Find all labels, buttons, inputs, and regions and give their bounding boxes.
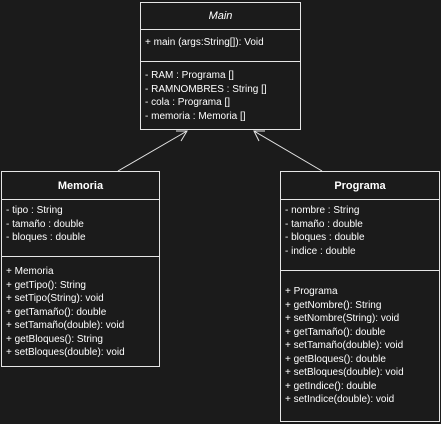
programa-attribute: - bloques : double [285, 232, 365, 243]
programa-method: + setBloques(double): void [285, 367, 404, 378]
main-attribute: - memoria : Memoria [] [145, 110, 246, 122]
programa-method: + setIndice(double): void [285, 394, 395, 405]
class-programa-title: Programa [281, 172, 439, 200]
main-attribute: - cola : Programa [] [145, 97, 231, 108]
memoria-method: + setTamaño(double): void [6, 320, 125, 331]
programa-method: + getNombre(): String [285, 299, 382, 311]
programa-method: + setNombre(String): void [285, 313, 400, 324]
programa-attribute: - tamaño : double [285, 218, 363, 230]
programa-method: + Programa [285, 286, 338, 297]
programa-to-main-line [253, 130, 323, 172]
class-memoria-methods: + Memoria + getTipo(): String + setTipo(… [2, 257, 159, 360]
programa-method: + getIndice(): double [285, 380, 377, 392]
main-attribute: - RAM : Programa [] [145, 70, 234, 81]
class-memoria-title: Memoria [2, 172, 159, 200]
class-main-methods: + main (args:String[]): Void [141, 30, 300, 62]
programa-method: + getTamaño(): double [285, 326, 386, 338]
class-memoria-attributes: - tipo : String - tamaño : double - bloq… [2, 200, 159, 257]
programa-attribute: - nombre : String [285, 205, 360, 216]
main-attribute: - RAMNOMBRES : String [] [145, 83, 267, 95]
class-memoria[interactable]: Memoria - tipo : String - tamaño : doubl… [1, 171, 160, 367]
memoria-method: + setTipo(String): void [6, 293, 104, 304]
memoria-method: + getTipo(): String [6, 279, 86, 291]
main-method: + main (args:String[]): Void [145, 37, 264, 48]
memoria-method: + getTamaño(): double [6, 306, 107, 318]
memoria-method: + setBloques(double): void [6, 347, 125, 358]
programa-method: + setTamaño(double): void [285, 340, 404, 351]
memoria-attribute: - bloques : double [6, 232, 86, 243]
programa-to-main-arrowhead [253, 130, 265, 142]
class-programa[interactable]: Programa - nombre : String - tamaño : do… [280, 171, 440, 422]
class-main[interactable]: Main + main (args:String[]): Void - RAM … [140, 2, 301, 130]
class-main-attributes: - RAM : Programa [] - RAMNOMBRES : Strin… [141, 62, 300, 129]
memoria-to-main-line [117, 130, 188, 172]
memoria-attribute: - tamaño : double [6, 218, 84, 230]
class-programa-methods: + Programa + getNombre(): String + setNo… [281, 271, 439, 407]
memoria-to-main-arrowhead [176, 130, 188, 142]
class-programa-attributes: - nombre : String - tamaño : double - bl… [281, 200, 439, 271]
programa-method: + getBloques(): double [285, 353, 386, 365]
programa-attribute: - indice : double [285, 245, 356, 257]
memoria-method: + getBloques(): String [6, 333, 103, 345]
memoria-method: + Memoria [6, 266, 54, 277]
memoria-attribute: - tipo : String [6, 205, 63, 216]
class-main-title: Main [141, 3, 300, 30]
